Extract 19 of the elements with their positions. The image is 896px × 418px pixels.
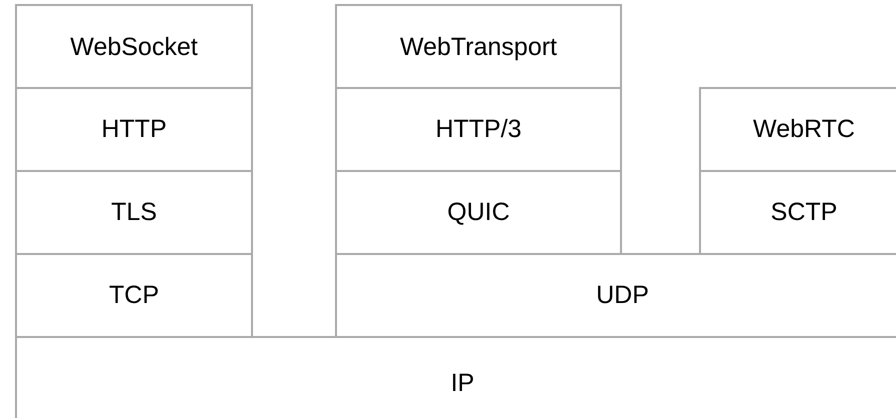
protocol-name: HTTP/3 bbox=[435, 115, 522, 144]
protocol-name: TCP bbox=[109, 281, 159, 310]
protocol-name: IP bbox=[450, 369, 474, 398]
protocol-layer-box bbox=[335, 4, 622, 90]
protocol-layer-box bbox=[335, 87, 622, 172]
protocol-layer-box bbox=[15, 87, 253, 172]
protocol-name: WebSocket bbox=[70, 32, 198, 62]
protocol-name: SCTP bbox=[770, 198, 838, 227]
protocol-name: HTTP bbox=[101, 115, 167, 144]
protocol-name: WebTransport bbox=[400, 32, 557, 62]
protocol-layer-box bbox=[15, 170, 253, 255]
protocol-layer-box bbox=[15, 4, 253, 90]
protocol-name: TLS bbox=[111, 198, 157, 227]
protocol-name: WebRTC bbox=[753, 115, 855, 144]
protocol-layer-box bbox=[699, 87, 896, 172]
protocol-name: QUIC bbox=[447, 198, 510, 227]
protocol-layer-box bbox=[335, 170, 622, 255]
protocol-layer-box bbox=[15, 253, 253, 338]
protocol-name: UDP bbox=[596, 281, 649, 310]
